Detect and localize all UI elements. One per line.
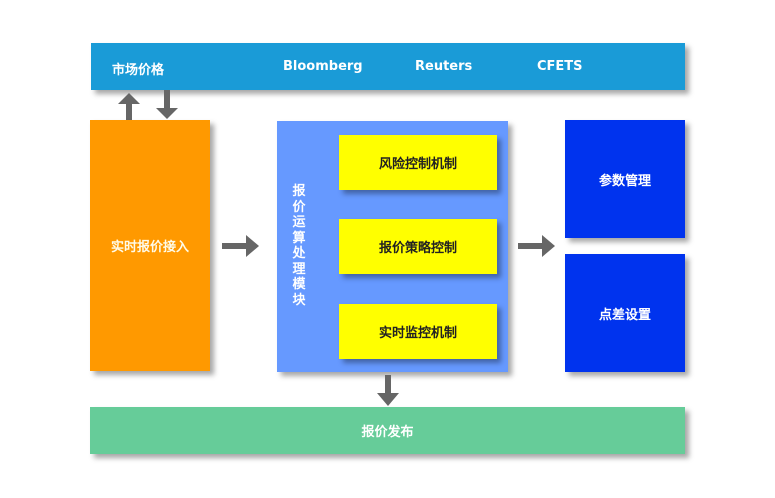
arrow-right-icon <box>222 235 259 257</box>
quote-publish-label: 报价发布 <box>361 425 414 440</box>
source-cfets: CFETS <box>537 59 583 74</box>
arrow-right-icon <box>518 235 555 257</box>
arrow-up-icon <box>118 93 140 122</box>
market-price-bar: 市场价格 Bloomberg Reuters CFETS <box>91 43 685 90</box>
quote-publish-bar: 报价发布 <box>90 407 685 454</box>
source-bloomberg: Bloomberg <box>283 59 363 74</box>
risk-control-module: 风险控制机制 <box>339 135 497 190</box>
source-reuters: Reuters <box>415 59 473 74</box>
arrow-down-icon <box>377 375 399 406</box>
arrow-down-icon <box>156 90 178 119</box>
quote-processing-module: 报 价 运 算 处 理 模 块 风险控制机制 报价策略控制 实时监控机制 <box>277 121 508 372</box>
parameter-management-block: 参数管理 <box>565 120 685 238</box>
market-price-label: 市场价格 <box>112 63 165 78</box>
quote-strategy-module: 报价策略控制 <box>339 219 497 274</box>
spread-settings-block: 点差设置 <box>565 254 685 372</box>
realtime-quote-input-label: 实时报价接入 <box>110 240 189 255</box>
quote-processing-label: 报 价 运 算 处 理 模 块 <box>292 184 306 308</box>
realtime-quote-input-block: 实时报价接入 <box>90 120 210 371</box>
realtime-monitor-module: 实时监控机制 <box>339 304 497 359</box>
